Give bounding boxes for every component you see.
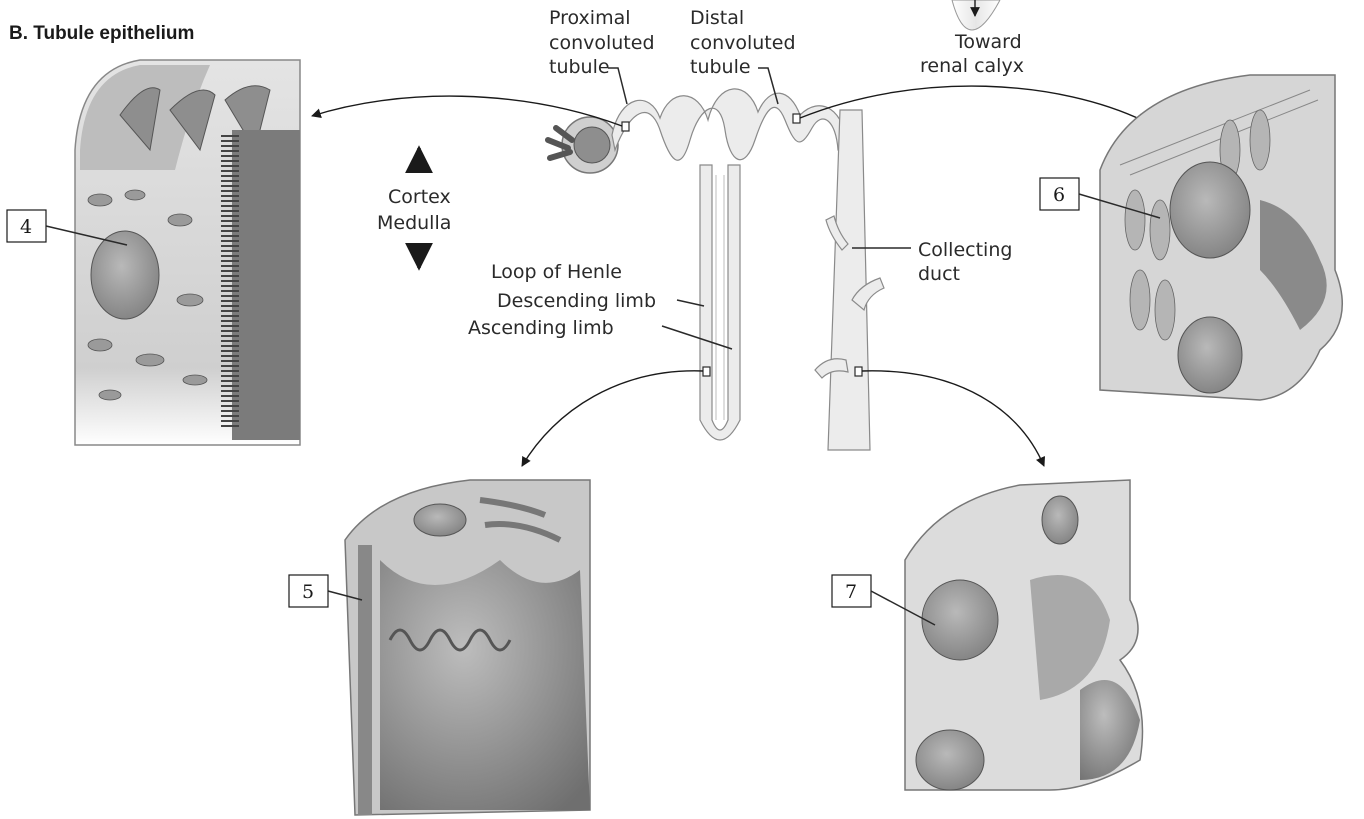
svg-text:5: 5 <box>302 581 314 603</box>
marker-collecting <box>855 367 862 376</box>
arrow-to-loop-cell <box>522 371 703 466</box>
marker-loop <box>703 367 710 376</box>
marker-proximal <box>622 122 629 131</box>
collecting-duct-label: Collecting duct <box>918 239 1018 285</box>
ascending-leader <box>662 326 732 349</box>
svg-text:6: 6 <box>1053 184 1065 206</box>
descending-limb-label: Descending limb <box>497 290 656 312</box>
medulla-label: Medulla <box>377 212 451 234</box>
arrow-to-collecting-cell <box>862 371 1044 466</box>
calyx-cone <box>952 0 1000 30</box>
diagram-title: B. Tubule epithelium <box>9 23 194 44</box>
cortex-label: Cortex <box>388 186 451 208</box>
svg-text:4: 4 <box>20 216 32 238</box>
marker-distal <box>793 114 800 123</box>
loop-of-henle-cell <box>345 480 590 815</box>
svg-text:7: 7 <box>845 581 857 603</box>
collecting-duct-cell <box>905 480 1143 790</box>
proximal-tubule-cell <box>75 60 300 445</box>
loop-of-henle-label: Loop of Henle <box>491 261 622 283</box>
toward-calyx-label: Toward renal calyx <box>920 31 1028 77</box>
distal-tubule-cell <box>1100 75 1342 400</box>
distal-tubule-label: Distal convoluted tubule <box>690 7 802 78</box>
proximal-tubule-label: Proximal convoluted tubule <box>549 7 661 78</box>
ascending-limb-label: Ascending limb <box>468 317 614 339</box>
proximal-leader <box>608 68 627 104</box>
